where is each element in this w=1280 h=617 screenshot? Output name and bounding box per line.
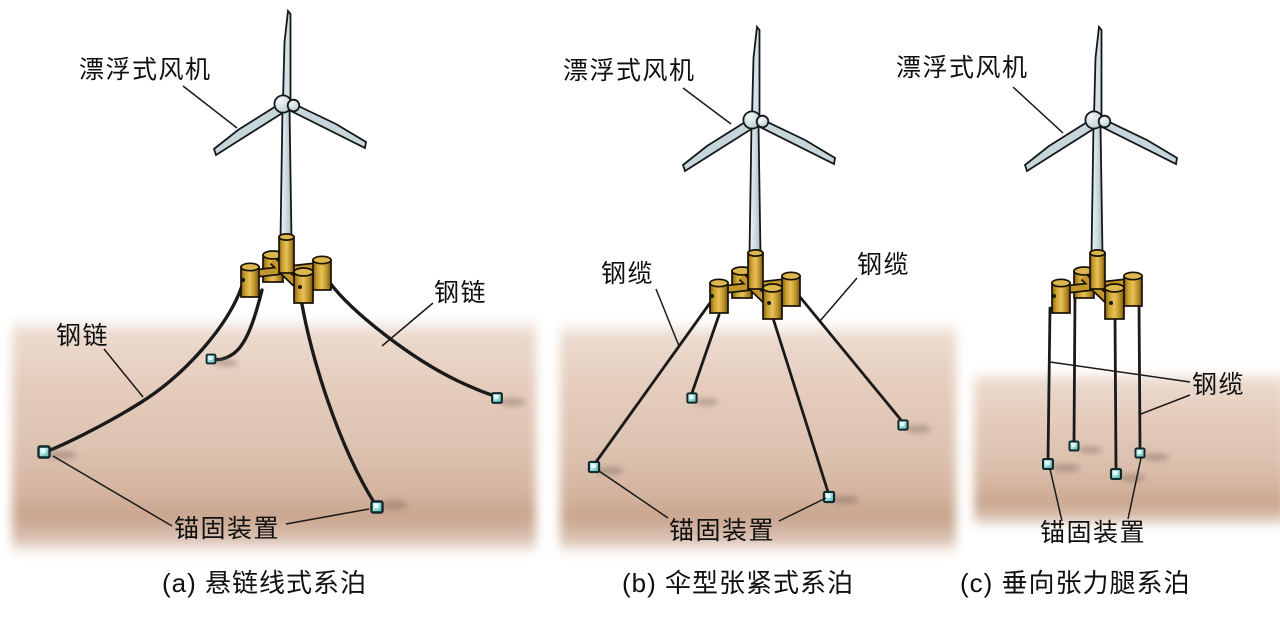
turbine-b (683, 27, 835, 319)
leader-c-cable-2 (1140, 394, 1191, 415)
seabed-band-c (974, 370, 1280, 530)
anchor-c-1 (1041, 457, 1055, 471)
anchor-b-4 (897, 419, 909, 431)
caption-panel-c: (c) 垂向张力腿系泊 (960, 568, 1191, 598)
turbine-a (214, 11, 366, 303)
cable-b-far-left (594, 301, 712, 464)
seabed-band-b (560, 320, 956, 558)
turbine-c (1025, 27, 1177, 319)
leader-a-anchor-left (52, 455, 173, 527)
cable-c-1 (1046, 306, 1052, 462)
caption-panel-a: (a) 悬链线式系泊 (162, 568, 368, 598)
cable-b-far-right (798, 295, 903, 422)
anchor-b-1 (587, 460, 601, 474)
cable-b-inner-left (690, 313, 721, 395)
cable-b-inner-right (770, 313, 830, 494)
label-b-anchor: 锚固装置 (669, 517, 776, 545)
label-a-anchor: 锚固装置 (174, 515, 281, 543)
anchor-c-2 (1068, 440, 1080, 452)
label-c-anchor: 锚固装置 (1040, 519, 1147, 547)
anchor-shadows-c (1052, 446, 1169, 482)
anchor-a-3 (370, 500, 384, 514)
label-c-turbine: 漂浮式风机 (896, 54, 1029, 82)
label-a-line-left: 钢链 (56, 322, 110, 350)
label-b-line-right: 钢缆 (857, 251, 911, 279)
leader-lines-c (1012, 86, 1191, 522)
anchor-shadows-b (596, 398, 931, 505)
leader-a-turbine (182, 85, 238, 129)
chain-a-center-right (298, 291, 377, 506)
cable-c-3 (1113, 314, 1118, 471)
anchor-c-3 (1109, 467, 1123, 481)
leader-lines-a (52, 85, 434, 527)
chain-a-far-left (46, 284, 244, 453)
chain-a-short-middle (210, 288, 264, 362)
mooring-chains-a (46, 281, 497, 506)
label-b-line-left: 钢缆 (601, 260, 655, 288)
mooring-cables-b (594, 295, 903, 494)
leader-a-anchor-right (285, 508, 370, 525)
cable-c-2 (1072, 294, 1077, 443)
label-c-line: 钢缆 (1192, 371, 1246, 399)
anchor-a-4 (491, 392, 503, 404)
leader-c-cable-1 (1049, 361, 1191, 383)
leader-c-anchor-right (1127, 457, 1142, 520)
chain-a-far-right (328, 281, 497, 398)
anchor-b-3 (822, 490, 836, 504)
caption-panel-b: (b) 伞型张紧式系泊 (622, 568, 855, 598)
leader-a-chain-right (381, 302, 434, 347)
anchor-c-4 (1134, 447, 1146, 459)
label-b-turbine: 漂浮式风机 (563, 57, 696, 85)
seabed-band-a (12, 316, 536, 558)
label-a-line-right: 钢链 (434, 279, 488, 307)
leader-c-turbine (1012, 86, 1064, 134)
leader-b-cable-left (655, 288, 680, 347)
leader-b-turbine (682, 87, 732, 125)
leader-a-chain-left (103, 348, 144, 398)
leader-b-anchor-right (778, 497, 827, 522)
leader-lines-b (598, 87, 858, 522)
anchor-b-2 (686, 392, 698, 404)
anchor-a-2 (205, 353, 217, 365)
leader-b-anchor-left (598, 470, 669, 519)
anchor-shadows-a (47, 359, 525, 510)
label-a-turbine: 漂浮式风机 (79, 56, 212, 84)
anchor-a-1 (37, 445, 51, 459)
leader-c-anchor-left (1049, 468, 1063, 522)
leader-b-cable-right (819, 277, 858, 322)
